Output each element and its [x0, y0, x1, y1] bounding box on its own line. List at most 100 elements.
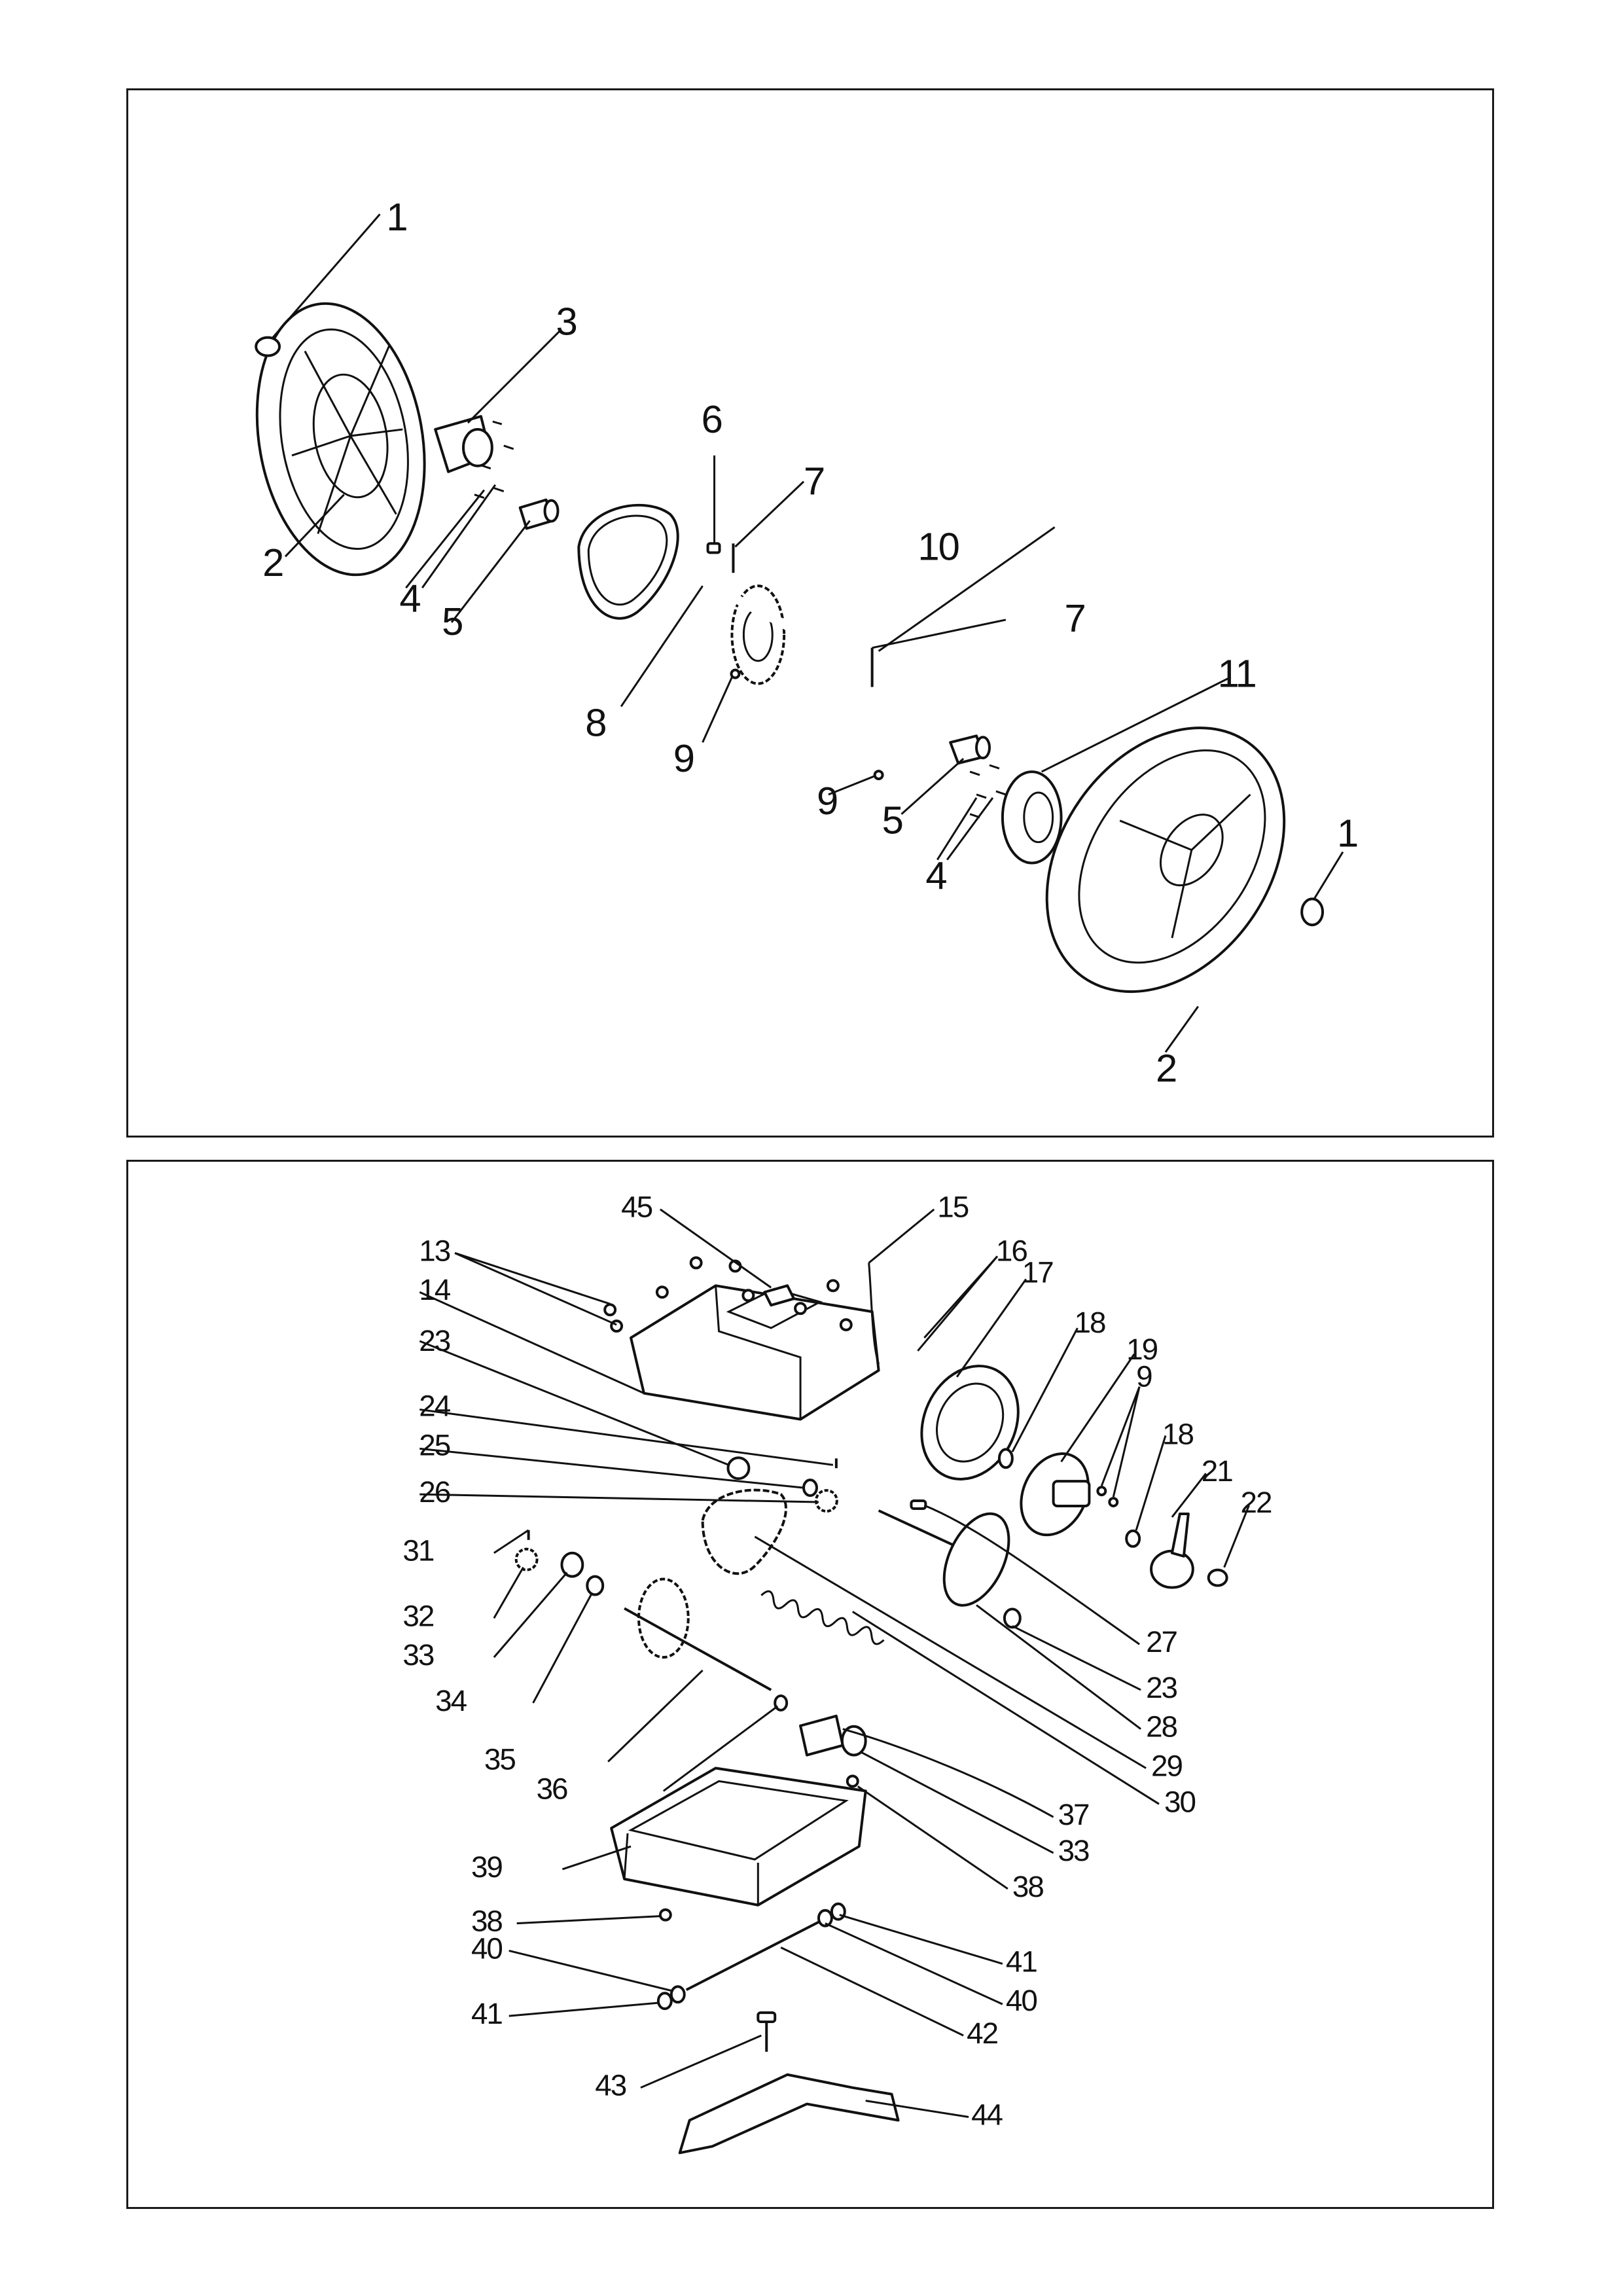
- gear-26: [814, 1489, 838, 1513]
- callout-15: 15: [937, 1191, 968, 1224]
- nut-9a: [1096, 1486, 1107, 1497]
- callout-16: 16: [996, 1234, 1027, 1267]
- callout-40: 40: [471, 1931, 502, 1965]
- callout-45: 45: [621, 1191, 652, 1224]
- callout-28: 28: [1146, 1710, 1177, 1744]
- spring-30: [760, 1590, 885, 1645]
- top-exploded-view-panel: 1 2 3 4 5 6 7 10 7 8 9 11 9 5 1 4 2: [126, 88, 1494, 1138]
- bottom-exploded-view-panel: 45 15 13 16 17 14 18 19 23 9 24 18 21 22…: [126, 1160, 1494, 2209]
- callout-9: 9: [1136, 1360, 1152, 1393]
- chain-29: [701, 1488, 787, 1575]
- callout-18b: 18: [1162, 1417, 1193, 1450]
- flange-shaft: [1020, 1452, 1091, 1537]
- nut-right: [873, 770, 884, 781]
- right-bushing: [949, 734, 991, 765]
- left-wheel: [255, 302, 426, 577]
- callout-4b: 4: [925, 853, 946, 897]
- callout-3: 3: [556, 300, 576, 344]
- callout-33: 33: [402, 1638, 433, 1672]
- top-key: [706, 542, 721, 554]
- nut-9b: [1108, 1497, 1119, 1508]
- callout-27: 27: [1146, 1625, 1177, 1659]
- callout-18: 18: [1074, 1306, 1105, 1339]
- sleeve-37: [799, 1714, 844, 1757]
- callout-38b: 38: [471, 1905, 502, 1938]
- callout-43: 43: [595, 2069, 626, 2102]
- callout-31: 31: [402, 1534, 433, 1568]
- right-wheel: [1045, 726, 1286, 994]
- callout-21: 21: [1202, 1454, 1232, 1488]
- left-hub: [434, 415, 493, 473]
- washer-41b: [830, 1902, 846, 1921]
- washer-40a: [669, 1985, 686, 2004]
- callout-8: 8: [585, 700, 605, 744]
- callout-34: 34: [435, 1684, 467, 1717]
- left-bushing: [518, 498, 560, 530]
- callout-26: 26: [419, 1475, 450, 1509]
- callout-9: 9: [673, 736, 694, 780]
- nut-38b: [658, 1908, 672, 1922]
- washer-40b: [817, 1909, 833, 1928]
- callout-11: 11: [1218, 652, 1256, 696]
- callout-33b: 33: [1058, 1834, 1089, 1867]
- bottom-leader-lines: [419, 1208, 1250, 2118]
- spacer-34: [586, 1575, 605, 1596]
- gearbox-housing: [610, 1767, 867, 1907]
- rear-axle: [694, 575, 982, 731]
- callout-23: 23: [419, 1324, 450, 1357]
- spacer-25: [802, 1479, 818, 1498]
- cover-plate: [763, 1284, 796, 1307]
- callout-5b: 5: [882, 798, 902, 842]
- callout-7b: 7: [1065, 596, 1085, 640]
- callout-7: 7: [804, 459, 824, 503]
- shaft-35: [624, 1577, 772, 1691]
- gear-32: [514, 1547, 539, 1571]
- callout-37: 37: [1058, 1798, 1089, 1831]
- axle-42: [685, 1920, 821, 1992]
- callout-39: 39: [471, 1850, 502, 1884]
- callout-6: 6: [702, 397, 722, 441]
- washer-41a: [656, 1992, 673, 2011]
- left-hub-cap: [255, 336, 281, 357]
- callout-40b: 40: [1006, 1984, 1037, 2017]
- callout-41: 41: [1006, 1945, 1037, 1978]
- cover-screws: [603, 1256, 853, 1333]
- nut-left: [730, 668, 741, 679]
- callout-1b: 1: [1337, 812, 1357, 855]
- callout-14: 14: [419, 1273, 450, 1306]
- right-screws: [969, 764, 1007, 819]
- callout-1: 1: [386, 195, 406, 239]
- axle-sprocket: [730, 584, 786, 685]
- bearing-23b: [1003, 1607, 1022, 1629]
- callout-2b: 2: [1156, 1046, 1176, 1090]
- clutch-lever: [1150, 1512, 1194, 1589]
- callout-22: 22: [1241, 1486, 1272, 1519]
- bolt-43: [757, 2011, 777, 2052]
- gearbox-cover: [630, 1284, 880, 1421]
- right-hub-cap: [1300, 897, 1325, 927]
- callout-4: 4: [399, 577, 420, 620]
- right-hub: [1001, 770, 1063, 865]
- top-leader-lines: [271, 213, 1344, 1053]
- ring-36: [774, 1694, 789, 1712]
- callout-17: 17: [1022, 1255, 1053, 1289]
- callout-19: 19: [1126, 1333, 1157, 1366]
- circlip-22: [1207, 1568, 1228, 1587]
- callout-29: 29: [1151, 1749, 1182, 1782]
- callout-42: 42: [967, 2017, 997, 2050]
- callout-5: 5: [442, 600, 462, 643]
- callout-25: 25: [419, 1428, 450, 1462]
- bearing-23: [726, 1456, 751, 1480]
- callout-10: 10: [918, 524, 959, 568]
- clutch-plate: [920, 1365, 1020, 1480]
- bracket-44: [678, 2073, 900, 2155]
- key-27: [910, 1499, 927, 1511]
- bushing-18b: [1125, 1529, 1141, 1548]
- callout-30: 30: [1164, 1785, 1195, 1818]
- bushing-18: [997, 1448, 1014, 1469]
- callout-13: 13: [419, 1234, 450, 1267]
- callout-36: 36: [537, 1772, 567, 1805]
- drive-chain: [577, 503, 679, 620]
- bearing-33: [560, 1551, 584, 1578]
- nut-38a: [846, 1774, 859, 1788]
